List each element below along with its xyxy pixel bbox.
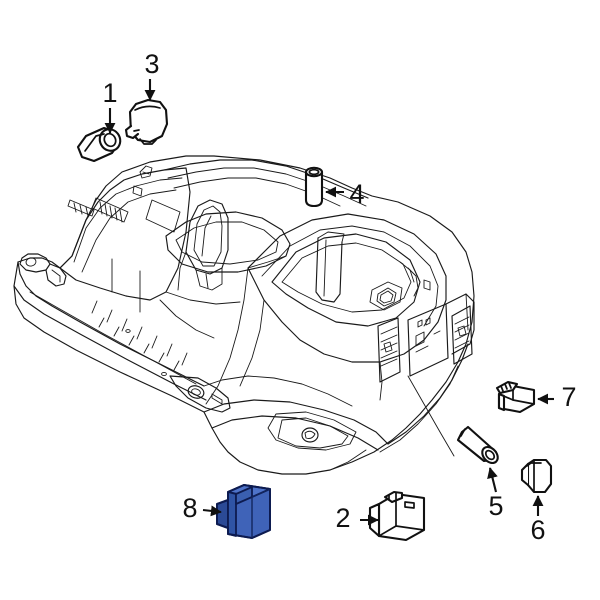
console-left-recess [145, 199, 181, 233]
cupholder-boss-core [379, 290, 394, 304]
console-rail-inner-line [29, 291, 197, 385]
leader-lines [104, 79, 554, 526]
console-top-deck-edge2 [167, 167, 367, 207]
cupholder-boss-inner [376, 287, 397, 307]
shifter-gate-outer [185, 199, 229, 275]
console-outer-body [13, 155, 475, 475]
cupholder-well-inner [281, 242, 412, 313]
faceplate-symbol-2 [417, 319, 423, 328]
console-right-vent-panel-b [451, 305, 473, 365]
faceplate-symbol-3 [425, 317, 431, 326]
callout-label-1: 1 [102, 78, 117, 108]
console-body-contour-7 [379, 361, 383, 401]
cupholder-boss-outer [369, 281, 403, 311]
cupholder-notch [423, 279, 431, 291]
console-guide-line [407, 375, 455, 457]
console-bin-divider-edge [323, 239, 327, 297]
part-1-cylindrical-socket-plug [76, 126, 122, 163]
console-right-lower-sweep2 [379, 365, 459, 453]
callout-label-2: 2 [335, 503, 350, 533]
shifter-boot-fold [205, 273, 209, 289]
console-front-apron [203, 399, 389, 445]
cupholder-arch [407, 267, 419, 297]
apron-oval-hole-inner [304, 430, 316, 439]
shifter-gate-inner [193, 205, 223, 267]
shifter-boot-base [195, 267, 223, 291]
console-left-tab-slot [142, 171, 150, 175]
apron-recess-inner [277, 417, 349, 449]
center-console-assembly [13, 155, 475, 475]
console-bin-divider-top [317, 231, 345, 243]
faceplate-symbol-5 [433, 330, 441, 335]
part-6-wedge-plug-cap [520, 458, 553, 494]
part-8-edge-lines [251, 488, 271, 538]
part-7-ribbed-connector-block [495, 380, 536, 414]
console-body-contour-8 [329, 449, 367, 471]
console-center-upper-rim [261, 225, 439, 327]
console-body-contour-6 [177, 251, 187, 291]
part-4-cylindrical-sleeve-bushing [304, 166, 324, 208]
part-5-angled-cylinder-pin [456, 425, 499, 465]
console-top-deck-edge [163, 159, 369, 199]
callout-labels: 1 2 3 4 5 6 7 8 [102, 49, 576, 545]
console-front-apron-lower [211, 415, 379, 451]
part-8-outline [216, 484, 271, 539]
callout-label-4: 4 [349, 179, 364, 209]
bracket-dot [161, 371, 167, 377]
callout-label-3: 3 [144, 49, 159, 79]
console-left-grille [67, 197, 129, 223]
callout-label-5: 5 [488, 491, 503, 521]
console-bracket-tab-inner [51, 269, 61, 283]
console-lower-rail-edge [13, 285, 207, 401]
console-left-boss [132, 185, 143, 197]
part-2-rectangular-switch-module [368, 490, 426, 542]
console-rear-corner-line [465, 293, 469, 331]
console-body-contour-5 [159, 299, 215, 339]
console-left-panel-inner [73, 177, 183, 263]
callout-label-7: 7 [561, 382, 576, 412]
notch-strip-dot [125, 329, 131, 333]
cupholder-well-outline [271, 233, 421, 327]
console-rear-faceplate [407, 303, 449, 377]
part-8-blue-highlighted-module [216, 484, 271, 539]
console-left-bracket [19, 253, 51, 273]
cupholder-arch-2 [399, 261, 415, 283]
console-center-upper [247, 213, 447, 363]
bracket-hole-right-inner [191, 388, 201, 396]
shifter-gate-rib [201, 215, 212, 257]
faceplate-symbol-1 [415, 331, 425, 347]
console-right-bracket [169, 375, 231, 413]
console-bin-divider [315, 237, 343, 303]
apron-recess-outer [267, 411, 357, 451]
callout-label-8: 8 [182, 493, 197, 523]
console-left-upper-panel [59, 167, 191, 301]
console-body-contour-9 [247, 255, 287, 269]
part-3-round-cap-bezel [124, 98, 169, 145]
leader-5 [487, 467, 498, 493]
callout-label-6: 6 [530, 515, 545, 545]
shifter-surround-inner [175, 221, 279, 265]
leader-8 [202, 505, 222, 517]
console-left-panel-edge [81, 189, 177, 273]
console-body-contour-4 [165, 291, 241, 305]
console-body-contour-2 [205, 267, 249, 405]
bracket-hole-right [187, 385, 205, 399]
console-notch-strip [91, 300, 188, 371]
part-8-side-strip [227, 491, 237, 537]
console-right-vent-panel-a [377, 317, 401, 383]
bracket-hole-left [25, 257, 37, 267]
console-left-tab [139, 165, 153, 179]
apron-oval-hole [301, 427, 319, 443]
bracket-slot-right [211, 393, 223, 405]
faceplate-symbol-4 [415, 345, 429, 353]
console-body-contour-1 [203, 375, 353, 407]
shifter-surround-plate [165, 211, 291, 273]
console-body-contour-3 [239, 299, 265, 387]
